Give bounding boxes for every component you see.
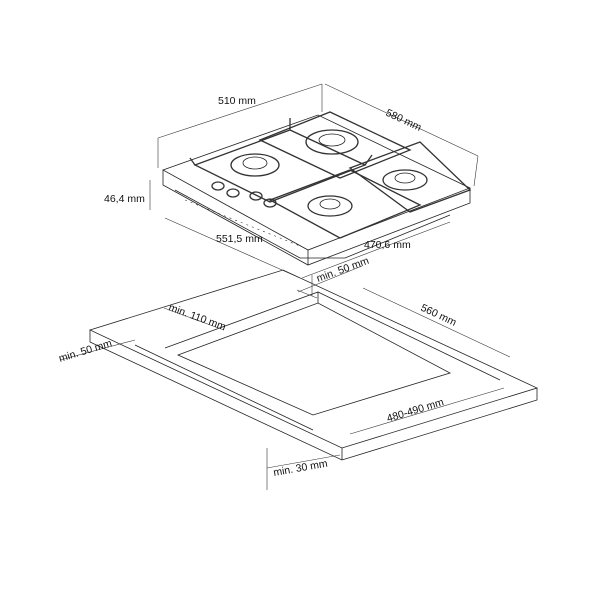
burners	[230, 129, 428, 217]
burner-rear-left	[230, 153, 280, 177]
label-height: 46,4 mm	[104, 193, 145, 205]
label-width-top: 510 mm	[218, 95, 256, 107]
label-width-bottom: 551,5 mm	[216, 233, 263, 245]
burner-front-right	[382, 169, 428, 191]
label-depth-bottom: 470,6 mm	[364, 239, 411, 251]
cutout-opening	[176, 302, 452, 416]
pan-supports	[189, 111, 472, 239]
cutout-dimension-lines	[59, 265, 511, 490]
label-cutout-width: 480-490 mm	[385, 396, 445, 425]
label-depth-top: 580 mm	[384, 107, 424, 134]
label-cutout-depth: 560 mm	[419, 302, 459, 329]
burner-front-left	[307, 195, 353, 217]
dimension-labels: 510 mm 580 mm 46,4 mm 551,5 mm 470,6 mm …	[57, 95, 458, 479]
hob-dimension-lines	[149, 83, 479, 279]
label-front-clearance: min. 50 mm	[57, 337, 113, 365]
control-knobs[interactable]	[211, 181, 277, 208]
gas-hob	[162, 111, 472, 266]
label-worktop-thickness: min. 30 mm	[272, 458, 328, 479]
burner-rear-right	[305, 129, 359, 155]
label-side-clearance: min. 110 mm	[167, 302, 228, 334]
worktop-cutout	[88, 269, 539, 461]
